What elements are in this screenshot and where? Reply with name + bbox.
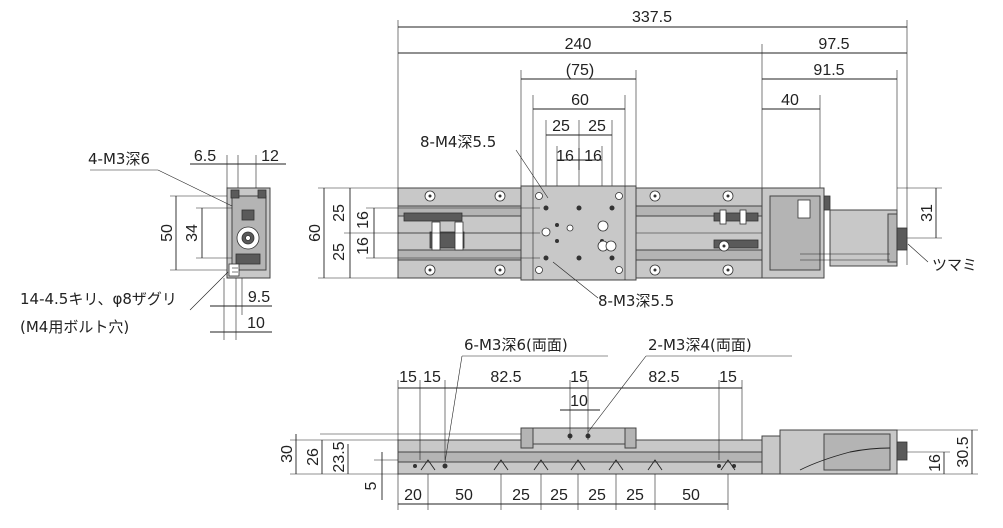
dim-6-5: 6.5 (194, 148, 216, 165)
dim-25-top-right: 25 (588, 118, 606, 135)
end-view (90, 155, 286, 340)
dim-side-82-5b: 82.5 (648, 369, 679, 386)
dim-side-15d: 15 (719, 369, 737, 386)
dim-bottom-25a: 25 (512, 487, 530, 504)
dim-side-5: 5 (363, 481, 380, 490)
dim-side-30-5: 30.5 (955, 436, 972, 467)
dim-bottom-50a: 50 (455, 487, 473, 504)
dim-side-10: 10 (570, 393, 588, 410)
dim-total-length: 337.5 (632, 9, 672, 26)
plan-view (318, 149, 942, 299)
dim-31: 31 (919, 204, 936, 222)
dim-bottom-20: 20 (404, 487, 422, 504)
dim-side-82-5a: 82.5 (490, 369, 521, 386)
dim-bottom-25d: 25 (626, 487, 644, 504)
dim-75-ref: (75) (566, 62, 594, 79)
dim-side-16: 16 (927, 454, 944, 472)
callout-knob: ツマミ (932, 256, 977, 274)
dim-25-top-left: 25 (552, 118, 570, 135)
dim-16-top-right: 16 (584, 148, 602, 165)
dim-side-15a: 15 (399, 369, 417, 386)
callout-2-m3-depth4-both: 2-M3深4(両面) (648, 336, 752, 354)
dim-side-26: 26 (305, 448, 322, 466)
dim-16-top-left: 16 (556, 148, 574, 165)
side-view (290, 355, 978, 510)
dim-bottom-25b: 25 (550, 487, 568, 504)
callout-6-m3-depth6-both: 6-M3深6(両面) (464, 336, 568, 354)
dim-12: 12 (261, 148, 279, 165)
callout-mounting-holes: 14-4.5キリ、φ8ザグリ (20, 290, 177, 308)
dim-34: 34 (184, 224, 201, 242)
dim-91-5: 91.5 (813, 62, 844, 79)
dim-240: 240 (565, 36, 592, 53)
callout-8-m4-depth5-5: 8-M4深5.5 (420, 133, 496, 151)
dim-10-end: 10 (247, 315, 265, 332)
dim-bottom-50b: 50 (682, 487, 700, 504)
dim-97-5: 97.5 (818, 36, 849, 53)
dim-side-30: 30 (279, 445, 296, 463)
dim-9-5: 9.5 (248, 289, 270, 306)
dim-16-plan-lower: 16 (355, 237, 372, 255)
dim-60-top: 60 (571, 92, 589, 109)
dim-side-15c: 15 (570, 369, 588, 386)
dim-25-plan-upper: 25 (331, 204, 348, 222)
callout-8-m3-depth5-5: 8-M3深5.5 (598, 292, 674, 310)
dim-40: 40 (781, 92, 799, 109)
dim-bottom-25c: 25 (588, 487, 606, 504)
dim-side-23-5: 23.5 (331, 441, 348, 472)
dim-60-plan: 60 (307, 224, 324, 242)
callout-m4-bolt-holes: (M4用ボルト穴) (20, 318, 129, 336)
dim-side-15b: 15 (423, 369, 441, 386)
dim-25-plan-lower: 25 (331, 243, 348, 261)
callout-4-m3-depth6: 4-M3深6 (88, 150, 150, 168)
dim-16-plan-upper: 16 (355, 211, 372, 229)
dim-50-end: 50 (159, 224, 176, 242)
